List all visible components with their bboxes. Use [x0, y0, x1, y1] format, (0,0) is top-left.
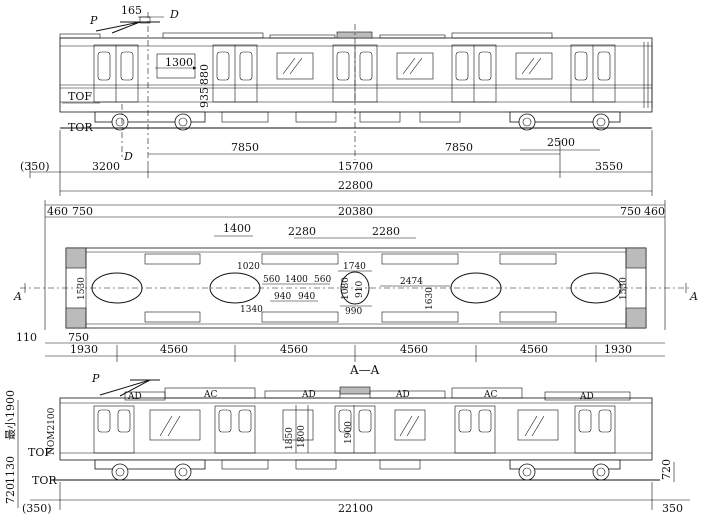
dim-4560-b: 4560: [280, 343, 308, 356]
dim-1300: 1300: [165, 56, 193, 69]
label-ad-4: AD: [579, 392, 594, 402]
section-title: A—A: [349, 363, 380, 377]
dim-1530-right: 1530: [619, 277, 629, 300]
bogies-side: [94, 111, 621, 131]
dim-7850-left: 7850: [231, 141, 259, 154]
dim-460-right: 460: [644, 205, 665, 218]
label-ad-2: AD: [301, 390, 316, 400]
label-ad-3: AD: [395, 390, 410, 400]
label-d-bottom: D: [123, 150, 133, 163]
dim-1020: 1020: [237, 262, 260, 272]
dim-350-right: 350: [662, 502, 683, 515]
pantograph-top: [95, 16, 160, 34]
dim-750-left: 750: [72, 205, 93, 218]
dim-1630: 1630: [425, 287, 435, 310]
dim-720-left: 720: [4, 483, 17, 504]
label-ac-1: AC: [203, 390, 217, 400]
dim-2280-a: 2280: [288, 225, 316, 238]
dim-1740: 1740: [343, 262, 366, 272]
side-view: P D D 165 1300 880 935 TOF TOR 7850 7850…: [20, 4, 653, 196]
label-tof-top: TOF: [68, 90, 92, 103]
section-body-outline: [59, 397, 653, 461]
section-view: A—A P AD AC AD AD AC AD: [4, 363, 690, 515]
label-nom: NOM2100: [47, 407, 57, 455]
dim-3550: 3550: [595, 160, 623, 173]
dim-1530-left: 1530: [77, 277, 87, 300]
label-d-top: D: [169, 8, 179, 21]
side-doors: [93, 44, 616, 103]
label-p-section: P: [91, 372, 100, 385]
dim-1130: 1130: [4, 456, 17, 484]
label-ac-2: AC: [483, 390, 497, 400]
side-windows: [156, 52, 553, 80]
dim-110: 110: [16, 331, 37, 344]
dim-1930-left: 1930: [70, 343, 98, 356]
label-p: P: [89, 14, 98, 27]
dim-22100: 22100: [338, 502, 373, 515]
dim-1900: 1900: [344, 421, 354, 444]
dim-4560-a: 4560: [160, 343, 188, 356]
label-min: 最小1900: [4, 390, 17, 440]
label-tor-top: TOR: [68, 121, 93, 134]
dim-350-top: (350): [20, 160, 50, 173]
dim-7850-right: 7850: [445, 141, 473, 154]
dim-3200: 3200: [92, 160, 120, 173]
dim-22800: 22800: [338, 179, 373, 192]
dim-4560-c: 4560: [400, 343, 428, 356]
dim-350-left: (350): [22, 502, 52, 515]
car-body-outline: [59, 37, 653, 113]
dim-4560-d: 4560: [520, 343, 548, 356]
dim-720-right: 720: [660, 459, 673, 480]
label-a-left: A: [13, 290, 22, 303]
plan-view: 460 750 20380 750 460 1400 2280 2280 102…: [13, 200, 698, 362]
dim-910: 910: [355, 281, 365, 298]
section-windows: [149, 409, 559, 441]
dim-935: 935: [198, 87, 211, 108]
dim-2474: 2474: [400, 277, 423, 287]
dim-750-bottom: 750: [68, 331, 89, 344]
dim-165: 165: [121, 4, 142, 17]
roof-grille: [336, 31, 373, 39]
label-ad-1: AD: [127, 392, 142, 402]
dim-460-left: 460: [47, 205, 68, 218]
dim-15700: 15700: [338, 160, 373, 173]
dim-1400-mid: 1400: [285, 275, 308, 285]
dim-560-b: 560: [314, 275, 331, 285]
dim-1080: 1080: [341, 277, 351, 300]
dim-940-b: 940: [298, 292, 315, 302]
dim-1930-right: 1930: [604, 343, 632, 356]
dim-20380: 20380: [338, 205, 373, 218]
dim-2280-b: 2280: [372, 225, 400, 238]
dim-1340: 1340: [240, 305, 263, 315]
section-doors: [93, 405, 616, 454]
dim-940-a: 940: [274, 292, 291, 302]
dim-750-right: 750: [620, 205, 641, 218]
dim-560-a: 560: [263, 275, 280, 285]
dim-1800: 1800: [297, 425, 307, 448]
dim-880: 880: [198, 64, 211, 85]
dim-1400-top: 1400: [223, 222, 251, 235]
label-tof-section: TOF: [28, 446, 52, 459]
label-a-right: A: [689, 290, 698, 303]
seats: [144, 253, 557, 323]
dim-2500: 2500: [547, 136, 575, 149]
dim-1850: 1850: [285, 427, 295, 450]
dim-990: 990: [345, 307, 362, 317]
label-tor-section: TOR: [32, 474, 57, 487]
